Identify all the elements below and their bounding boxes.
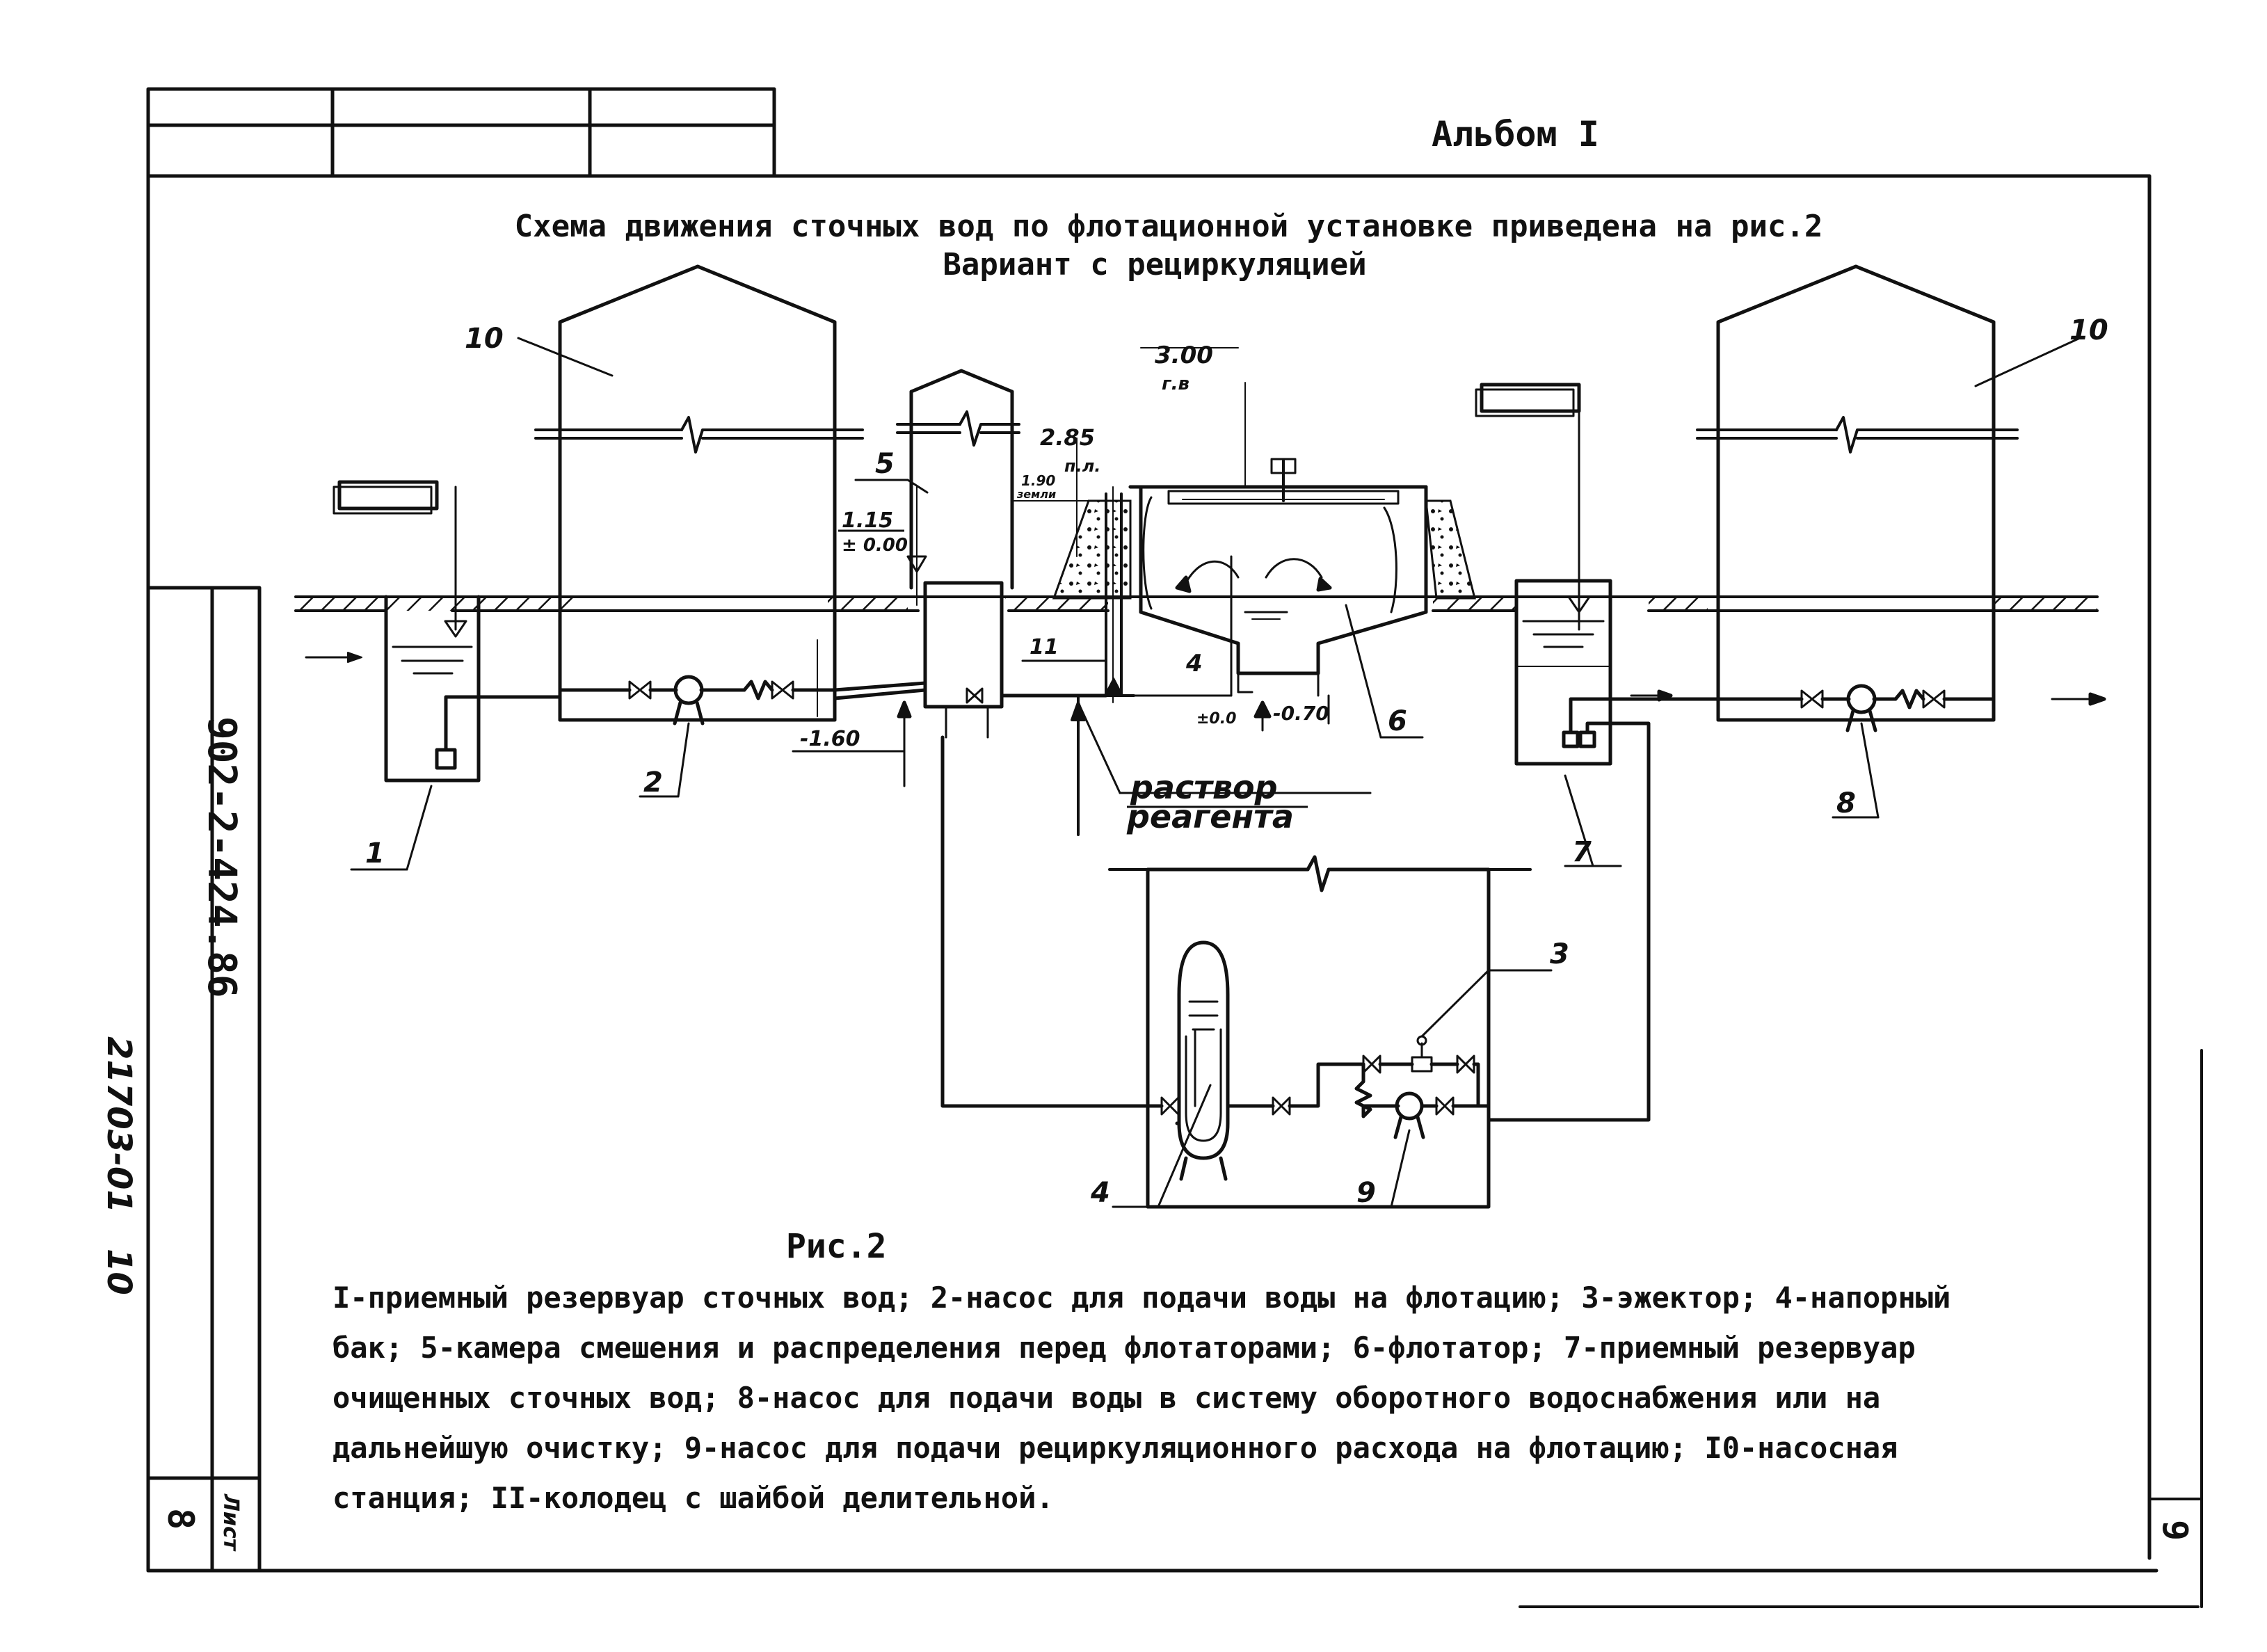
flotator-6 bbox=[1052, 347, 1476, 739]
level-minus-0-70: -0.70 bbox=[1273, 702, 1329, 725]
callout-10-left: 10 bbox=[465, 323, 504, 355]
receiving-tank-1 bbox=[305, 480, 562, 871]
callout-7: 7 bbox=[1572, 836, 1592, 868]
level-2-85: 2.85 bbox=[1040, 424, 1095, 451]
page-corner-number: 9 bbox=[2155, 1520, 2195, 1541]
callout-5: 5 bbox=[875, 448, 895, 480]
callout-2: 2 bbox=[643, 767, 663, 799]
callout-6: 6 bbox=[1388, 705, 1407, 737]
legend-line-2: бак; 5-камера смешения и распределения п… bbox=[333, 1331, 1916, 1365]
callout-1: 1 bbox=[365, 837, 385, 869]
level-1-90: 1.90 bbox=[1021, 472, 1055, 489]
level-minus-1-60: -1.60 bbox=[800, 727, 860, 751]
level-0-00-left: ± 0.00 bbox=[842, 535, 908, 556]
callout-3: 3 bbox=[1550, 938, 1569, 970]
legend-line-5: станция; II-колодец с шайбой делительной… bbox=[333, 1481, 1054, 1515]
callout-10-right: 10 bbox=[2069, 314, 2108, 346]
reagent-label-1: раствор bbox=[1130, 769, 1278, 806]
page-subtitle: Вариант с рециркуляцией bbox=[943, 247, 1366, 282]
level-1-90-sub: земли bbox=[1016, 488, 1056, 501]
page-title: Схема движения сточных вод по флотационн… bbox=[515, 209, 1823, 244]
legend-line-3: очищенных сточных вод; 8-насос для подач… bbox=[333, 1381, 1880, 1415]
callout-4-tank: 4 bbox=[1090, 1177, 1110, 1209]
level-0-00-flotator: ±0.0 bbox=[1196, 710, 1236, 728]
document-code: 902-2-424.86 bbox=[199, 716, 244, 998]
callout-8: 8 bbox=[1836, 787, 1856, 819]
level-1-15: 1.15 bbox=[842, 508, 893, 533]
clean-water-tank-7 bbox=[1475, 383, 1720, 1122]
sheet-frame bbox=[146, 87, 2203, 1608]
pump-station-left bbox=[517, 264, 864, 722]
inventory-number: 21703-01 bbox=[99, 1036, 138, 1213]
ground-surface bbox=[294, 595, 2099, 612]
figure-caption: Рис.2 bbox=[786, 1227, 887, 1266]
legend-line-4: дальнейшую очистку; 9-насос для подачи р… bbox=[333, 1431, 1898, 1465]
pipeline-pump-2 bbox=[558, 675, 927, 798]
sheet-number: 8 bbox=[159, 1508, 201, 1530]
callout-9: 9 bbox=[1356, 1177, 1376, 1209]
sheet-label: Лист bbox=[218, 1493, 243, 1552]
inventory-page: 10 bbox=[99, 1249, 138, 1295]
pump-station-right bbox=[1696, 264, 2106, 819]
legend-line-1: I-приемный резервуар сточных вод; 2-насо… bbox=[333, 1281, 1950, 1315]
album-label: Альбом I bbox=[1432, 114, 1599, 154]
level-3-00: 3.00 bbox=[1155, 342, 1213, 369]
recirculation-station bbox=[940, 735, 1553, 1209]
level-2-85-sub: п.л. bbox=[1064, 456, 1100, 476]
level-3-00-sub: г.в bbox=[1162, 374, 1189, 394]
callout-4-flotator: 4 bbox=[1185, 650, 1203, 677]
reagent-label-2: реагента bbox=[1126, 798, 1294, 835]
callout-11: 11 bbox=[1030, 635, 1059, 659]
mixing-chamber-5 bbox=[792, 369, 1108, 787]
left-stamp-strip bbox=[146, 586, 262, 1573]
